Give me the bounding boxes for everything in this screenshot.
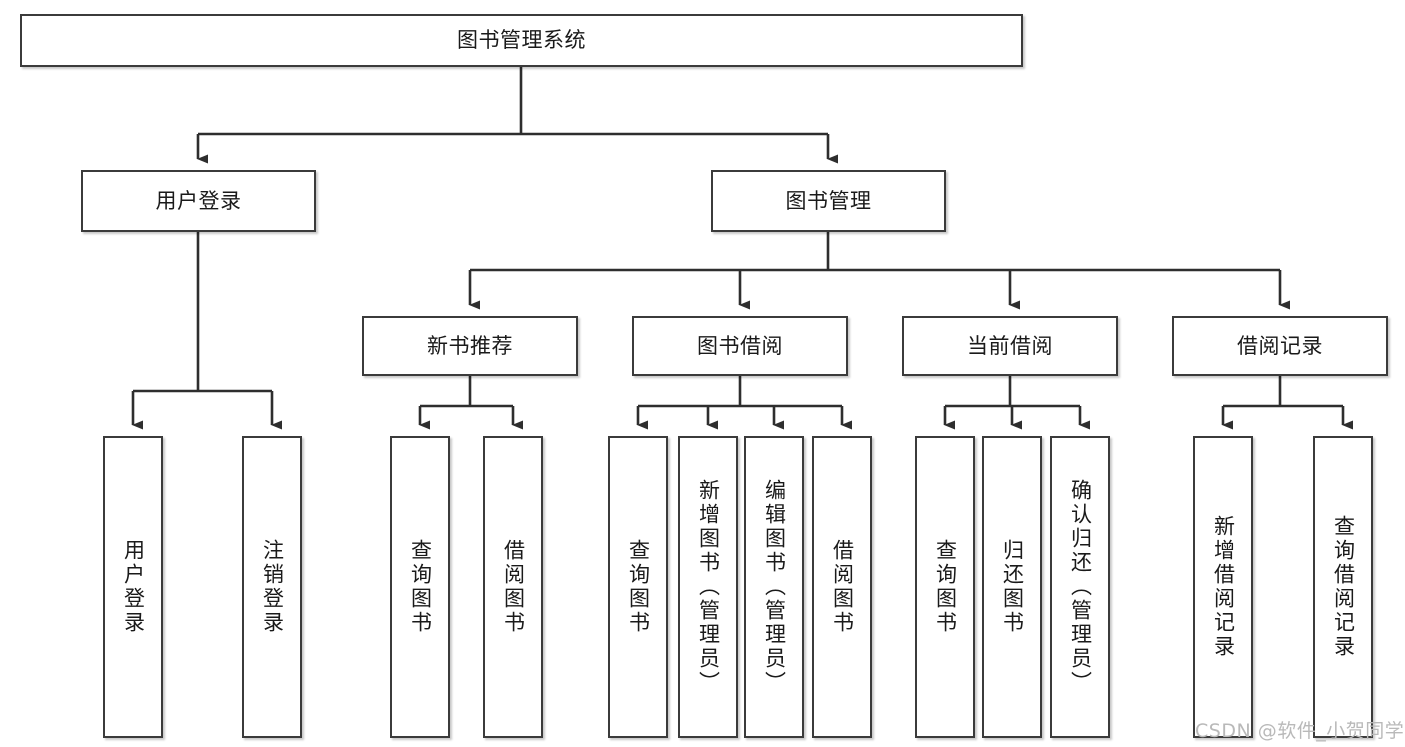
node-label-root: 图书管理系统 <box>457 28 586 53</box>
node-book-borrow[interactable]: 图书借阅 <box>632 316 848 376</box>
node-label-leaf-add-borrow-record: 新增借阅记录 <box>1211 515 1236 659</box>
node-label-book-borrow: 图书借阅 <box>697 333 783 358</box>
node-label-leaf-query-book-1: 查询图书 <box>408 539 433 635</box>
node-label-new-book-recommend: 新书推荐 <box>427 333 513 358</box>
node-leaf-query-book-2[interactable]: 查询图书 <box>608 436 668 738</box>
node-label-leaf-user-logout: 注销登录 <box>260 539 285 635</box>
node-leaf-query-book-1[interactable]: 查询图书 <box>390 436 450 738</box>
node-label-leaf-query-borrow-record: 查询借阅记录 <box>1331 515 1356 659</box>
node-label-leaf-add-book-admin: 新增图书（管理员） <box>696 479 721 695</box>
node-borrow-record[interactable]: 借阅记录 <box>1172 316 1388 376</box>
node-leaf-return-book[interactable]: 归还图书 <box>982 436 1042 738</box>
node-label-borrow-record: 借阅记录 <box>1237 333 1323 358</box>
node-leaf-confirm-return-admin[interactable]: 确认归还（管理员） <box>1050 436 1110 738</box>
node-label-current-borrow: 当前借阅 <box>967 333 1053 358</box>
node-book-manage[interactable]: 图书管理 <box>711 170 946 232</box>
node-label-book-manage: 图书管理 <box>785 188 872 213</box>
node-label-leaf-query-book-3: 查询图书 <box>933 539 958 635</box>
node-label-user-login: 用户登录 <box>155 188 242 213</box>
node-user-login[interactable]: 用户登录 <box>81 170 316 232</box>
node-leaf-query-book-3[interactable]: 查询图书 <box>915 436 975 738</box>
node-leaf-borrow-book-1[interactable]: 借阅图书 <box>483 436 543 738</box>
node-label-leaf-user-login: 用户登录 <box>121 539 146 635</box>
node-current-borrow[interactable]: 当前借阅 <box>902 316 1118 376</box>
node-label-leaf-return-book: 归还图书 <box>1000 539 1025 635</box>
node-label-leaf-confirm-return-admin: 确认归还（管理员） <box>1068 479 1093 695</box>
node-leaf-borrow-book-2[interactable]: 借阅图书 <box>812 436 872 738</box>
node-leaf-edit-book-admin[interactable]: 编辑图书（管理员） <box>744 436 804 738</box>
node-leaf-query-borrow-record[interactable]: 查询借阅记录 <box>1313 436 1373 738</box>
node-new-book-recommend[interactable]: 新书推荐 <box>362 316 578 376</box>
node-label-leaf-borrow-book-1: 借阅图书 <box>501 539 526 635</box>
node-leaf-add-borrow-record[interactable]: 新增借阅记录 <box>1193 436 1253 738</box>
node-leaf-add-book-admin[interactable]: 新增图书（管理员） <box>678 436 738 738</box>
node-root[interactable]: 图书管理系统 <box>20 14 1023 67</box>
node-leaf-user-logout[interactable]: 注销登录 <box>242 436 302 738</box>
node-label-leaf-edit-book-admin: 编辑图书（管理员） <box>762 479 787 695</box>
node-leaf-user-login[interactable]: 用户登录 <box>103 436 163 738</box>
node-label-leaf-borrow-book-2: 借阅图书 <box>830 539 855 635</box>
node-label-leaf-query-book-2: 查询图书 <box>626 539 651 635</box>
